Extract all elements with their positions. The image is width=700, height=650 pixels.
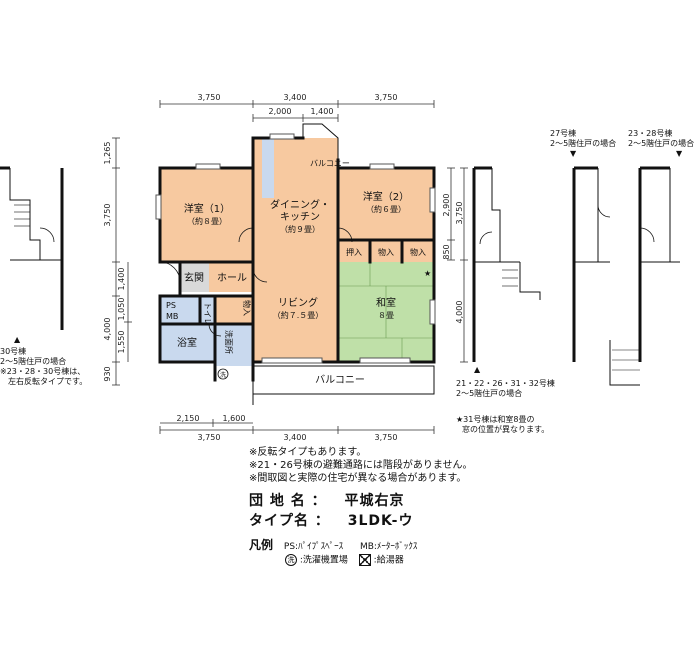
dim-left-6: 1,550 (117, 331, 126, 354)
windows (155, 133, 436, 364)
danchi-value: 平城右京 (344, 493, 405, 509)
legend-row-1: 凡例 PS:ﾊﾟｲﾌﾟｽﾍﾟｰｽ MB:ﾒｰﾀｰﾎﾞｯｸｽ (249, 539, 689, 554)
hall-label: ホール (217, 272, 247, 284)
dim-right-3: 850 (442, 244, 451, 259)
bath-label: 浴室 (177, 336, 197, 349)
toilet-label: トイレ (203, 302, 212, 326)
tatami-grid (338, 262, 434, 362)
left-triangle: ▲ (14, 335, 21, 344)
room-western1-size: （約８畳） (187, 216, 227, 226)
room-dining: ダイニング・ (270, 198, 330, 211)
dim-right-1: 2,900 (442, 194, 451, 217)
left-note-3: ※23・28・30号棟は、 (0, 366, 85, 376)
dim-bottom-inner-2: 1,600 (223, 414, 246, 423)
star-marker: ★ (424, 269, 431, 278)
balcony-small-label: バルコニー (310, 159, 350, 168)
right-variant-c (638, 166, 680, 362)
legend-washer: :洗濯機置場 (299, 555, 348, 566)
right-variant-a (472, 166, 541, 362)
dim-left-4: 4,000 (103, 318, 112, 341)
washer-icon-label: 洗 (220, 371, 226, 379)
balcony-label: バルコニー (315, 374, 365, 386)
legend-mb: MB:ﾒｰﾀｰﾎﾞｯｸｽ (359, 542, 418, 552)
dim-left-3: 1,400 (117, 268, 126, 291)
balcony-small (302, 123, 339, 160)
room-dining-size: （約９畳） (280, 224, 320, 234)
living-size: （約７.５畳） (273, 310, 324, 320)
mb-label: MB (166, 312, 178, 321)
right-label-a2: 2～5階住戸の場合 (550, 138, 616, 148)
right-label-d2: 窓の位置が異なります。 (462, 424, 549, 434)
room-western1: 洋室（1） (184, 202, 230, 215)
balcony-lower (252, 365, 435, 405)
right-label-b1: 23・28号棟 (628, 128, 672, 138)
right-label-c1: 21・22・26・31・32号棟 (456, 378, 555, 388)
dim-right-4: 4,000 (455, 301, 464, 324)
bottom-dimensions (159, 419, 435, 434)
doors (159, 227, 353, 337)
right-label-b2: 2～5階住戸の場合 (628, 138, 694, 148)
legend-heater: :給湯器 (373, 555, 404, 566)
note-1: ※反転タイプもあります。 (249, 447, 367, 458)
ps-label: PS (166, 301, 176, 310)
room-dining-2: キッチン (280, 211, 320, 223)
right-triangle-a: ▼ (570, 149, 577, 158)
left-note-2: 2～5階住戸の場合 (0, 356, 66, 366)
living-label: リビング (278, 296, 318, 309)
dim-top-inner-2: 1,400 (311, 107, 334, 116)
danchi-label: 団 地 名 ： (249, 493, 327, 509)
note-2: ※21・26号棟の避難通路には階段がありません。 (249, 460, 473, 471)
dim-left-7: 930 (103, 366, 112, 381)
note-3: ※間取図と実際の住宅が異なる場合があります。 (249, 473, 467, 484)
left-note-4: 左右反転タイプです。 (8, 376, 87, 386)
dim-bottom-3: 3,750 (375, 433, 398, 442)
dim-top-2: 3,400 (284, 93, 307, 102)
dim-bottom-inner-1: 2,150 (177, 414, 200, 423)
top-dimensions (159, 100, 435, 122)
legend-ps: PS:ﾊﾟｲﾌﾟｽﾍﾟｰｽ (283, 542, 344, 552)
washer-icon (217, 368, 229, 380)
type-row: タイプ名 ： 3LDK-ウ (249, 511, 689, 531)
washer-legend-icon: 洗 (285, 554, 297, 566)
right-dimensions (447, 167, 468, 363)
right-label-a1: 27号棟 (550, 128, 576, 138)
washitsu-label: 和室 (376, 296, 396, 309)
info-panel: ※反転タイプもあります。 ※21・26号棟の避難通路には階段がありません。 ※間… (249, 446, 689, 568)
dim-bottom-1: 3,750 (198, 433, 221, 442)
danchi-row: 団 地 名 ： 平城右京 (249, 491, 689, 511)
dim-left-2: 3,750 (103, 204, 112, 227)
left-variant (0, 166, 64, 330)
dim-left-5: 1,050 (117, 298, 126, 321)
heater-legend-icon (358, 554, 371, 566)
oshiire-label: 押入 (346, 247, 362, 257)
dim-left-1: 1,265 (103, 142, 112, 165)
legend-title: 凡例 (249, 538, 274, 552)
room-western2-size: （約６畳） (366, 204, 406, 214)
mono1-label: 物入 (378, 247, 394, 257)
dim-bottom-2: 3,400 (284, 433, 307, 442)
dim-top-1: 3,750 (198, 93, 221, 102)
dim-top-3: 3,750 (375, 93, 398, 102)
left-dimensions (112, 137, 132, 386)
genkan-label: 玄関 (184, 271, 204, 284)
right-label-c2: 2～5階住戸の場合 (456, 388, 522, 398)
right-triangle-b: ▼ (676, 149, 683, 158)
right-triangle-c: ▲ (474, 365, 481, 374)
dim-top-inner-1: 2,000 (269, 107, 292, 116)
left-note-1: 30号棟 (0, 346, 26, 356)
right-variant-b (572, 166, 640, 386)
senmen-label: 洗面所 (224, 330, 234, 354)
mono2-label: 物入 (410, 247, 426, 257)
type-value: 3LDK-ウ (347, 513, 414, 529)
legend-row-2: 洗 :洗濯機置場 :給湯器 (285, 554, 689, 568)
type-label: タイプ名 ： (249, 513, 330, 529)
room-western2: 洋室（2） (363, 190, 409, 203)
washitsu-size: ８畳 (378, 311, 394, 320)
right-label-d1: ★31号棟は和室8畳の (456, 414, 534, 424)
dim-right-2: 3,750 (455, 202, 464, 225)
mono-v-label: 物入 (242, 300, 252, 316)
